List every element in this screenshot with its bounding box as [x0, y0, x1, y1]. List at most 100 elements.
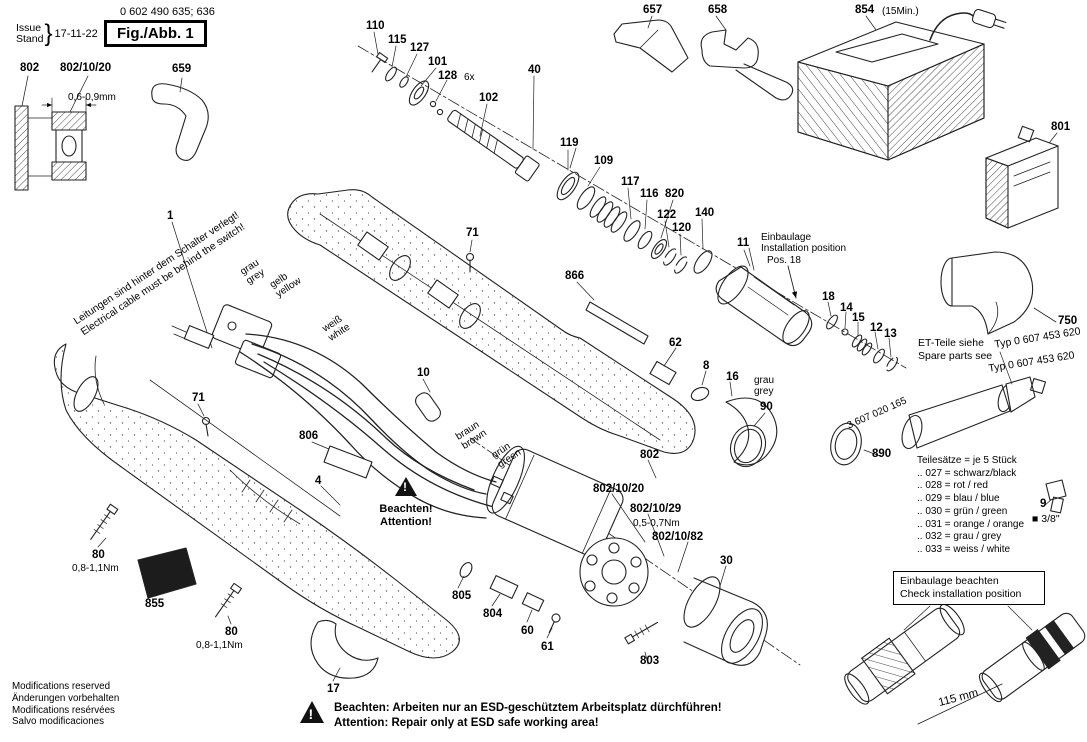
- callout-802: 802: [20, 62, 40, 74]
- drawing-screw-71a: [465, 239, 475, 273]
- drawing-elbow-750: [940, 251, 1057, 335]
- drawing-part-10: [415, 378, 441, 422]
- esd-warning: ! Beachten: Arbeiten nur an ESD-geschütz…: [300, 701, 722, 730]
- leader-lines-spindle: [373, 31, 704, 256]
- legend-item: .. 028 = rot / red: [917, 480, 988, 492]
- callout-110: 110: [366, 20, 385, 32]
- callout-6x: 6x: [464, 72, 475, 83]
- callout-62: 62: [669, 337, 682, 349]
- callout-0-8-1-1nm: 0,8-1,1Nm: [72, 563, 119, 574]
- legend-item: .. 033 = weiss / white: [917, 543, 1011, 555]
- drawing-screw-803: [624, 621, 659, 665]
- callout-806: 806: [299, 430, 319, 442]
- callout-17: 17: [327, 683, 340, 695]
- issue-label: Issue: [16, 22, 42, 34]
- callout-80: 80: [225, 626, 238, 638]
- callout-15: 15: [852, 312, 865, 324]
- drawing-clutch-housing-11: [715, 249, 813, 347]
- callout-750: 750: [1058, 315, 1078, 327]
- callout-658: 658: [708, 4, 728, 16]
- drawing-install-detail: [844, 603, 1086, 725]
- callout-804: 804: [483, 608, 503, 620]
- footer-line: Modifications reserved: [12, 681, 111, 692]
- callout-109: 109: [594, 155, 614, 167]
- callout-102: 102: [479, 92, 499, 104]
- drawing-leaf-866: [576, 281, 649, 345]
- figure-label: Fig./Abb. 1: [117, 25, 194, 42]
- callout-120: 120: [672, 222, 692, 234]
- drawing-clutch-30: [683, 565, 768, 666]
- drawing-battery-801: [985, 125, 1059, 229]
- callout-117: 117: [621, 176, 640, 188]
- callout-71: 71: [466, 227, 479, 239]
- esd-warning-en: Attention: Repair only at ESD safe worki…: [334, 716, 599, 729]
- callout-802: 802: [640, 449, 660, 461]
- drawing-ring-890: [830, 422, 881, 466]
- callout-40: 40: [528, 64, 541, 76]
- callout-71: 71: [192, 392, 205, 404]
- pos11-en: Installation position: [761, 243, 847, 254]
- callout-0-8-1-1nm: 0,8-1,1Nm: [196, 640, 243, 651]
- footer-line: Salvo modificaciones: [12, 716, 105, 728]
- callout-119: 119: [560, 137, 579, 149]
- drawing-key-657: [613, 15, 689, 73]
- callout-122: 122: [657, 209, 677, 221]
- callout-140: 140: [695, 207, 715, 219]
- callout-15min: (15Min.): [882, 6, 919, 17]
- legend-item: .. 029 = blau / blue: [917, 493, 1000, 505]
- legend-item: .. 027 = schwarz/black: [917, 467, 1017, 479]
- drawing-cap-17: [310, 619, 379, 682]
- stand-label: Stand: [16, 33, 44, 45]
- drawing-part-802: [14, 75, 97, 191]
- callout-659: 659: [172, 63, 192, 75]
- attention-note: ! Beachten! Attention!: [368, 477, 444, 528]
- drawing-spindle-chain: [371, 52, 713, 274]
- parts-set-legend: Teilesätze = je 5 Stück .. 027 = schwarz…: [917, 455, 1024, 557]
- callout-3-8: ■ 3/8": [1032, 513, 1060, 525]
- callout-18: 18: [822, 291, 835, 303]
- callout-101: 101: [428, 56, 448, 68]
- esd-warning-de: Beachten: Arbeiten nur an ESD-geschützte…: [334, 702, 722, 714]
- callout-0-6-0-9mm: 0,6-0,9mm: [68, 92, 116, 103]
- footer-line: Änderungen vorbehalten: [12, 692, 120, 704]
- drawing-switch-assembly: [171, 304, 282, 379]
- callout-127: 127: [410, 42, 430, 54]
- legend-item: .. 031 = orange / orange: [917, 518, 1025, 530]
- pos11-de: Einbaulage: [761, 232, 812, 243]
- callout-1: 1: [167, 210, 174, 222]
- warning-triangle-icon: !: [300, 701, 324, 723]
- callout-60: 60: [521, 625, 534, 637]
- drawing-wires: [239, 333, 499, 519]
- callout-801: 801: [1051, 121, 1071, 133]
- callout-14: 14: [840, 302, 853, 314]
- callout-802-10-20: 802/10/20: [593, 483, 645, 495]
- callout-802-10-82: 802/10/82: [652, 531, 704, 543]
- legend-title: Teilesätze = je 5 Stück: [917, 455, 1017, 466]
- callout-12: 12: [870, 322, 883, 334]
- spare-parts-en: Spare parts see: [918, 350, 993, 362]
- figure-label-box: Fig./Abb. 1: [104, 20, 207, 47]
- callout-890: 890: [872, 448, 892, 460]
- drawing-small-parts-bottom: [457, 562, 561, 639]
- drawing-screw-80a: [90, 503, 119, 540]
- drawing-part-62: [649, 347, 677, 386]
- callout-803: 803: [640, 655, 660, 667]
- callout-8: 8: [703, 360, 710, 372]
- callout-802-10-29: 802/10/29: [630, 503, 682, 515]
- installation-note-box: Einbaulage beachten Check installation p…: [893, 571, 1045, 605]
- attention-note-de: Beachten!: [379, 503, 433, 515]
- callout-657: 657: [643, 4, 663, 16]
- drawing-main-housing: [53, 221, 460, 659]
- callout-0-5-0-7nm: 0,5-0,7Nm: [633, 518, 680, 529]
- callout-855: 855: [145, 598, 165, 610]
- footer-line: Modifications resérvées: [12, 704, 115, 716]
- callout-9: 9: [1040, 498, 1047, 510]
- drawing-screw-80b: [214, 582, 242, 618]
- callout-4: 4: [315, 475, 322, 487]
- warning-triangle-icon: !: [395, 477, 417, 496]
- drawing-small-parts-18-13: [826, 301, 898, 372]
- callout-10: 10: [417, 367, 430, 379]
